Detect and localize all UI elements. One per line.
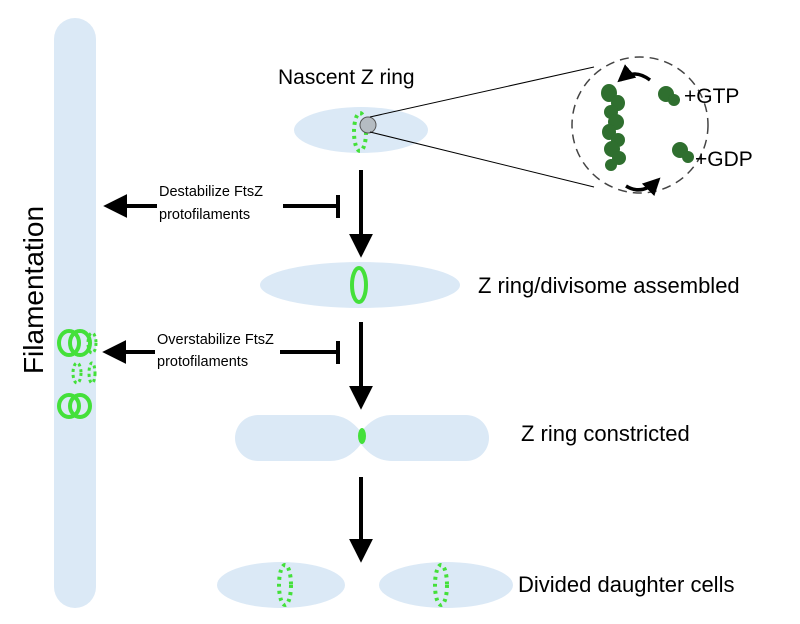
filament-z-rings <box>57 329 98 419</box>
assembled-cell <box>260 262 460 308</box>
zoom-line-bottom <box>369 131 595 188</box>
nascent-z-ring-label: Nascent Z ring <box>278 66 415 89</box>
filamentation-label: Filamentation <box>18 206 49 374</box>
overstabilize-label-line2: protofilaments <box>157 354 248 370</box>
daughter-z-ring-right <box>433 563 449 607</box>
zoom-circle <box>571 56 709 194</box>
gtp-arrow-icon <box>617 64 652 83</box>
daughter-z-ring-left <box>277 563 293 607</box>
assembled-label: Z ring/divisome assembled <box>478 273 740 298</box>
constricted-z-ring <box>358 428 366 444</box>
gdp-arrow-icon <box>625 177 661 197</box>
zoom-line-top <box>369 66 595 118</box>
constricted-label: Z ring constricted <box>521 421 690 446</box>
assembled-z-ring <box>350 266 368 304</box>
ftsz-protein-cluster-icon <box>601 84 694 171</box>
divided-label: Divided daughter cells <box>518 572 734 597</box>
daughter-cell-right <box>379 562 513 608</box>
nascent-cell <box>294 107 428 153</box>
destabilize-label-line1: Destabilize FtsZ <box>159 184 263 200</box>
gtp-label: +GTP <box>684 85 739 108</box>
overstabilize-label-line1: Overstabilize FtsZ <box>157 332 274 348</box>
gdp-label: +GDP <box>695 148 753 171</box>
destabilize-label-line2: protofilaments <box>159 207 250 223</box>
zoom-source-circle <box>359 116 377 134</box>
filamented-cell <box>54 18 96 608</box>
